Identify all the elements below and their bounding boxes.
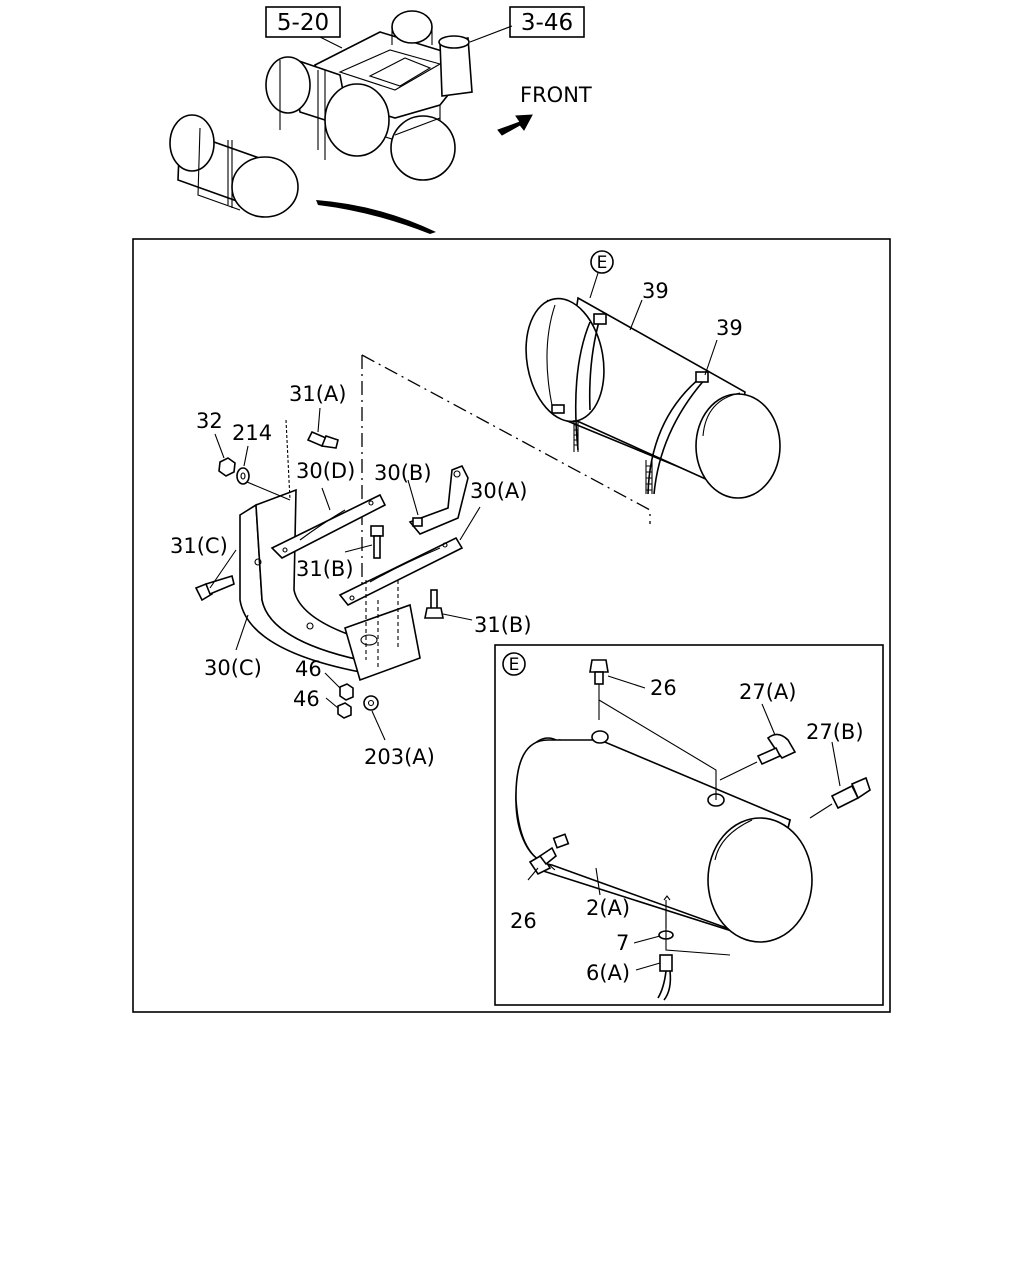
front-label: FRONT — [520, 83, 592, 107]
label-214[interactable]: 214 — [232, 421, 272, 445]
ref-label-3-46[interactable]: 3-46 — [521, 10, 573, 36]
label-27a[interactable]: 27(A) — [739, 680, 796, 704]
label-30b[interactable]: 30(B) — [374, 461, 432, 485]
label-39-a[interactable]: 39 — [642, 279, 669, 303]
view-marker-main: E — [597, 253, 608, 273]
label-31b-upper[interactable]: 31(B) — [296, 557, 354, 581]
label-32[interactable]: 32 — [196, 409, 223, 433]
label-39-b[interactable]: 39 — [716, 316, 743, 340]
bracket-assembly — [239, 464, 469, 682]
label-7[interactable]: 7 — [616, 931, 629, 955]
view-marker-detail: E — [509, 655, 520, 675]
ref-box-3-46[interactable] — [509, 6, 585, 38]
detail-frame — [494, 644, 884, 1006]
pointer-arrow-icon — [316, 200, 436, 234]
ref-box-5-20[interactable] — [265, 6, 341, 38]
overview-assembly: 5-20 3-46 FRONT — [169, 6, 592, 234]
label-27b[interactable]: 27(B) — [806, 720, 864, 744]
label-6a[interactable]: 6(A) — [586, 961, 630, 985]
ref-label-5-20[interactable]: 5-20 — [277, 10, 329, 36]
label-30a[interactable]: 30(A) — [470, 479, 527, 503]
front-arrow-icon — [497, 114, 533, 136]
label-31a[interactable]: 31(A) — [289, 382, 346, 406]
label-203a[interactable]: 203(A) — [364, 745, 435, 769]
label-2a[interactable]: 2(A) — [586, 896, 630, 920]
label-26-bottom[interactable]: 26 — [510, 909, 537, 933]
label-46-a[interactable]: 46 — [295, 657, 322, 681]
label-46-b[interactable]: 46 — [293, 687, 320, 711]
main-frame — [132, 238, 891, 1013]
fuel-tank-detail — [515, 730, 813, 943]
label-31b-lower[interactable]: 31(B) — [474, 613, 532, 637]
label-30c[interactable]: 30(C) — [204, 656, 262, 680]
label-26-top[interactable]: 26 — [650, 676, 677, 700]
part-labels: 39 39 31(A) 32 214 30(D) 30(B) 30(A) 31(… — [170, 279, 864, 985]
label-30d[interactable]: 30(D) — [296, 459, 355, 483]
label-31c[interactable]: 31(C) — [170, 534, 228, 558]
fuel-tank-main — [525, 296, 781, 499]
